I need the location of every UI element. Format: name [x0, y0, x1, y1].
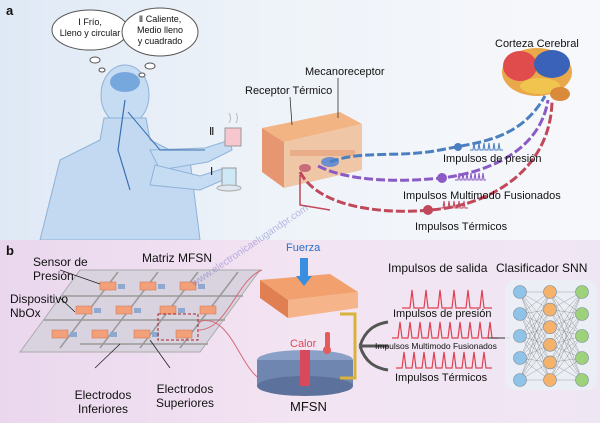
mfsn-matrix — [19, 269, 261, 353]
snn-node — [513, 351, 527, 365]
thought-2-numeral: Ⅱ — [138, 14, 144, 24]
cup-cold — [216, 167, 242, 192]
panel-b-illustration — [19, 258, 597, 396]
snn-node — [543, 355, 557, 370]
label-electrodos-superiores-line1: Electrodos — [156, 382, 214, 396]
mfsn-device — [257, 258, 358, 396]
panel-letter-a: a — [6, 3, 14, 18]
label-dispositivo-line1: Dispositivo — [10, 292, 69, 306]
label-impulsos-termicos: Impulsos Térmicos — [415, 221, 508, 233]
label-out-termicos: Impulsos Térmicos — [395, 372, 488, 384]
snn-node — [513, 373, 527, 387]
label-electrodos-inferiores: Electrodos Inferiores — [68, 388, 138, 416]
thought-bubble-1 — [51, 9, 129, 73]
panel-a: a Ⅰ Frío, Lleno y circular Ⅱ Caliente, M… — [0, 0, 600, 240]
snn-node — [575, 351, 589, 365]
snn-node — [575, 307, 589, 321]
brain-cortex — [502, 48, 572, 101]
snn-node — [513, 285, 527, 299]
label-impulsos-salida: Impulsos de salida — [388, 261, 488, 275]
label-electrodos-superiores: Electrodos Superiores — [150, 382, 220, 410]
thought-2-line1: Caliente, — [145, 14, 182, 24]
snn-node — [543, 302, 557, 317]
snn-node — [575, 285, 589, 299]
label-out-multimodo: Impulsos Multimodo Fusionados — [375, 341, 497, 351]
snn-node — [543, 320, 557, 334]
label-calor: Calor — [290, 338, 317, 350]
label-sensor-presion: Sensor de Presión — [33, 255, 88, 283]
snn-nodes — [513, 285, 589, 387]
snn-node — [543, 285, 557, 299]
label-mecanoreceptor: Mecanoreceptor — [305, 66, 385, 78]
thought-1-line2: Lleno y circular — [59, 28, 121, 38]
label-fuerza: Fuerza — [286, 242, 321, 254]
thought-bubble-2 — [121, 7, 199, 78]
snn-node — [575, 329, 589, 343]
label-dispositivo-line2: NbOx — [10, 306, 41, 320]
spikes-fused — [455, 172, 486, 181]
label-receptor-termico: Receptor Térmico — [245, 85, 333, 97]
label-dispositivo: Dispositivo NbOx — [10, 292, 68, 320]
thought-1-line1: Frío, — [83, 17, 102, 27]
snn-node — [575, 373, 589, 387]
output-spikes — [392, 289, 498, 369]
panel-letter-b: b — [6, 243, 14, 258]
label-impulsos-presion: Impulsos de presión — [443, 153, 542, 165]
thermal-nerve — [298, 101, 554, 213]
snn-node — [513, 329, 527, 343]
snn-node — [543, 373, 557, 387]
neuron-fused — [437, 173, 447, 183]
thought-1-numeral: Ⅰ — [78, 17, 81, 27]
panel-a-illustration — [39, 7, 572, 240]
neuron-pressure — [454, 143, 462, 151]
human-figure — [39, 64, 233, 240]
panel-b: b Sensor de Presión Dispositivo NbOx Mat… — [0, 240, 600, 423]
label-mfsn: MFSN — [290, 399, 327, 414]
label-electrodos-inferiores-line1: Electrodos — [74, 388, 132, 402]
label-sensor-presion-line1: Sensor de — [33, 255, 88, 269]
thought-2-text: Ⅱ Caliente, Medio lleno y cuadrado — [124, 14, 196, 47]
label-impulsos-multimodo: Impulsos Multimodo Fusionados — [403, 190, 561, 202]
label-electrodos-superiores-line2: Superiores — [155, 396, 215, 410]
cup-label-cold: Ⅰ — [210, 166, 214, 178]
spikes-pressure — [470, 142, 503, 151]
label-matriz: Matriz MFSN — [142, 251, 212, 265]
snn-node — [543, 338, 557, 352]
label-corteza: Corteza Cerebral — [495, 38, 579, 50]
thought-2-line2: Medio lleno — [136, 25, 184, 35]
label-sensor-presion-line2: Presión — [33, 269, 74, 283]
neuron-thermal — [423, 205, 433, 215]
thought-2-line3: y cuadrado — [137, 36, 183, 46]
cup-hot — [224, 112, 242, 147]
spikes-thermal — [440, 200, 468, 209]
label-out-presion: Impulsos de presión — [393, 308, 492, 320]
snn-node — [513, 307, 527, 321]
cup-label-hot: Ⅱ — [209, 126, 215, 138]
pressure-nerve — [329, 95, 547, 164]
label-electrodos-inferiores-line2: Inferiores — [77, 402, 129, 416]
label-clasificador: Clasificador SNN — [496, 261, 588, 275]
thought-1-text: Ⅰ Frío, Lleno y circular — [54, 17, 126, 39]
head-brain — [110, 72, 140, 92]
